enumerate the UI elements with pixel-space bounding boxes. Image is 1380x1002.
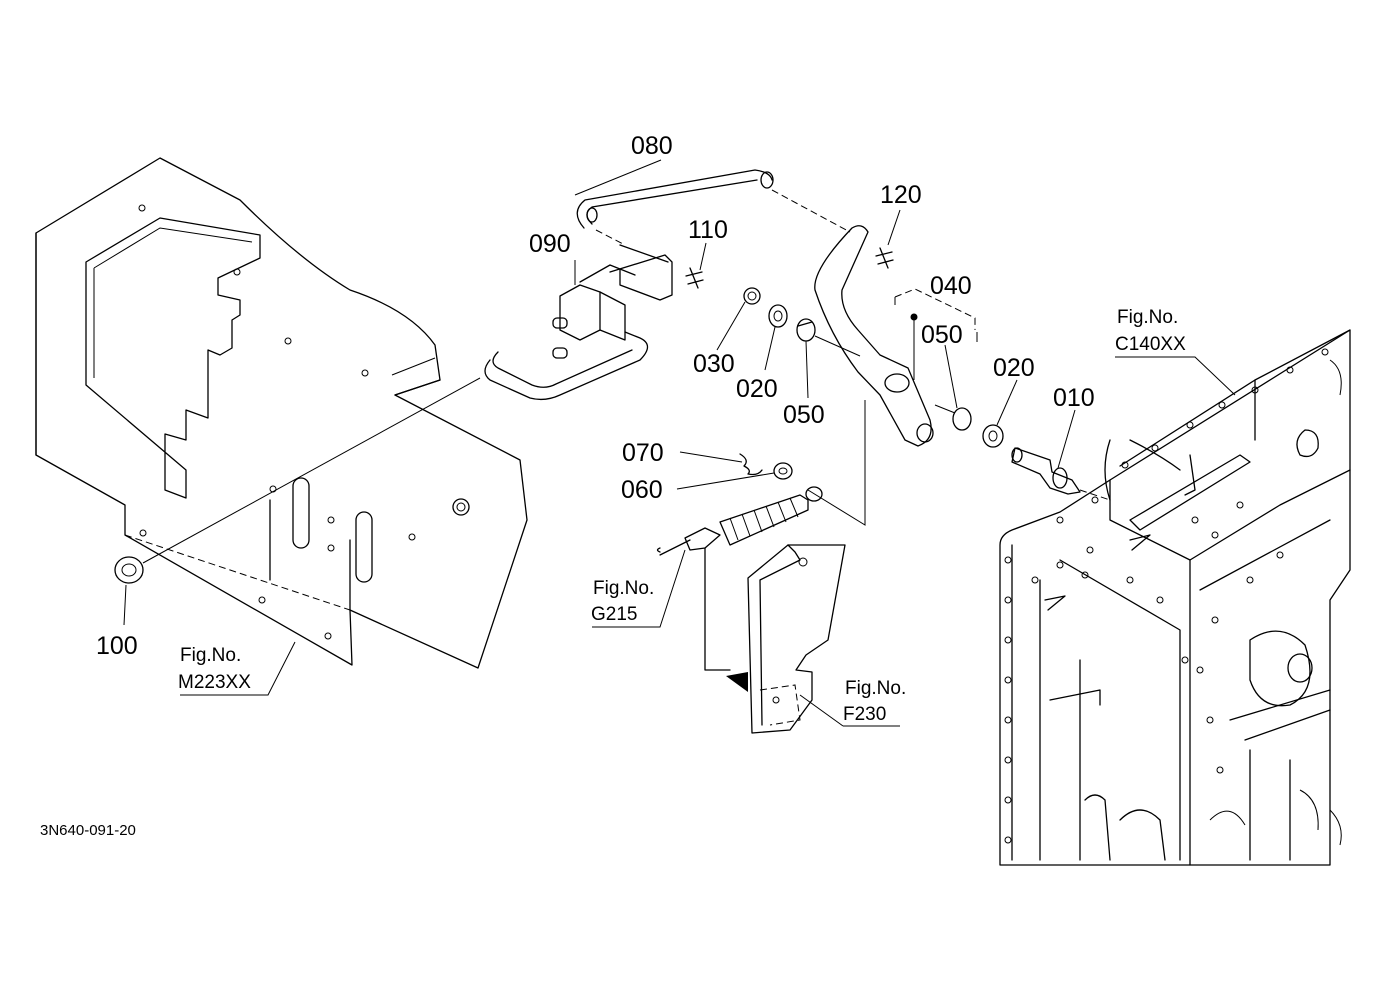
ref-m223-line1: Fig.No. xyxy=(180,645,241,666)
lever-handle-090 xyxy=(484,244,673,401)
fender-panel xyxy=(35,157,528,669)
rod-080 xyxy=(576,169,851,246)
document-code: 3N640-091-20 xyxy=(40,822,136,839)
assembly-bracket-040 xyxy=(894,288,978,342)
ref-c140-line2: C140XX xyxy=(1115,334,1186,355)
label-060: 060 xyxy=(621,476,663,504)
label-100: 100 xyxy=(96,632,138,660)
label-120: 120 xyxy=(880,181,922,209)
ref-g215-line2: G215 xyxy=(591,604,637,625)
pin-120 xyxy=(875,247,894,269)
nut-100 xyxy=(114,377,481,584)
label-080: 080 xyxy=(631,132,673,160)
label-040: 040 xyxy=(930,272,972,300)
ref-f230-line2: F230 xyxy=(843,704,886,725)
ref-f230-line1: Fig.No. xyxy=(845,678,906,699)
label-020-right: 020 xyxy=(993,354,1035,382)
lever-arm-040 xyxy=(814,225,934,447)
ref-m223-line2: M223XX xyxy=(178,672,251,693)
ref-c140-line1: Fig.No. xyxy=(1117,307,1178,328)
label-070: 070 xyxy=(622,439,664,467)
washer-060 xyxy=(773,462,793,480)
label-010: 010 xyxy=(1053,384,1095,412)
label-090: 090 xyxy=(529,230,571,258)
cable-assembly xyxy=(656,400,866,671)
label-110: 110 xyxy=(688,216,728,244)
leader-lines xyxy=(123,159,1236,727)
bushing-050-right xyxy=(952,407,972,431)
pin-070 xyxy=(739,453,763,476)
label-030: 030 xyxy=(693,350,735,378)
label-050-left: 050 xyxy=(783,401,825,429)
bushing-050-left xyxy=(796,318,816,342)
label-050-right: 050 xyxy=(921,321,963,349)
pin-110 xyxy=(685,267,704,289)
shaft-010 xyxy=(1011,447,1111,501)
bracket-f230 xyxy=(726,544,846,734)
label-020-left: 020 xyxy=(736,375,778,403)
ref-g215-line1: Fig.No. xyxy=(593,578,654,599)
transmission-case xyxy=(999,329,1351,866)
washer-030 xyxy=(743,287,761,305)
washer-020-right xyxy=(982,424,1004,448)
washer-020-left xyxy=(768,304,788,328)
